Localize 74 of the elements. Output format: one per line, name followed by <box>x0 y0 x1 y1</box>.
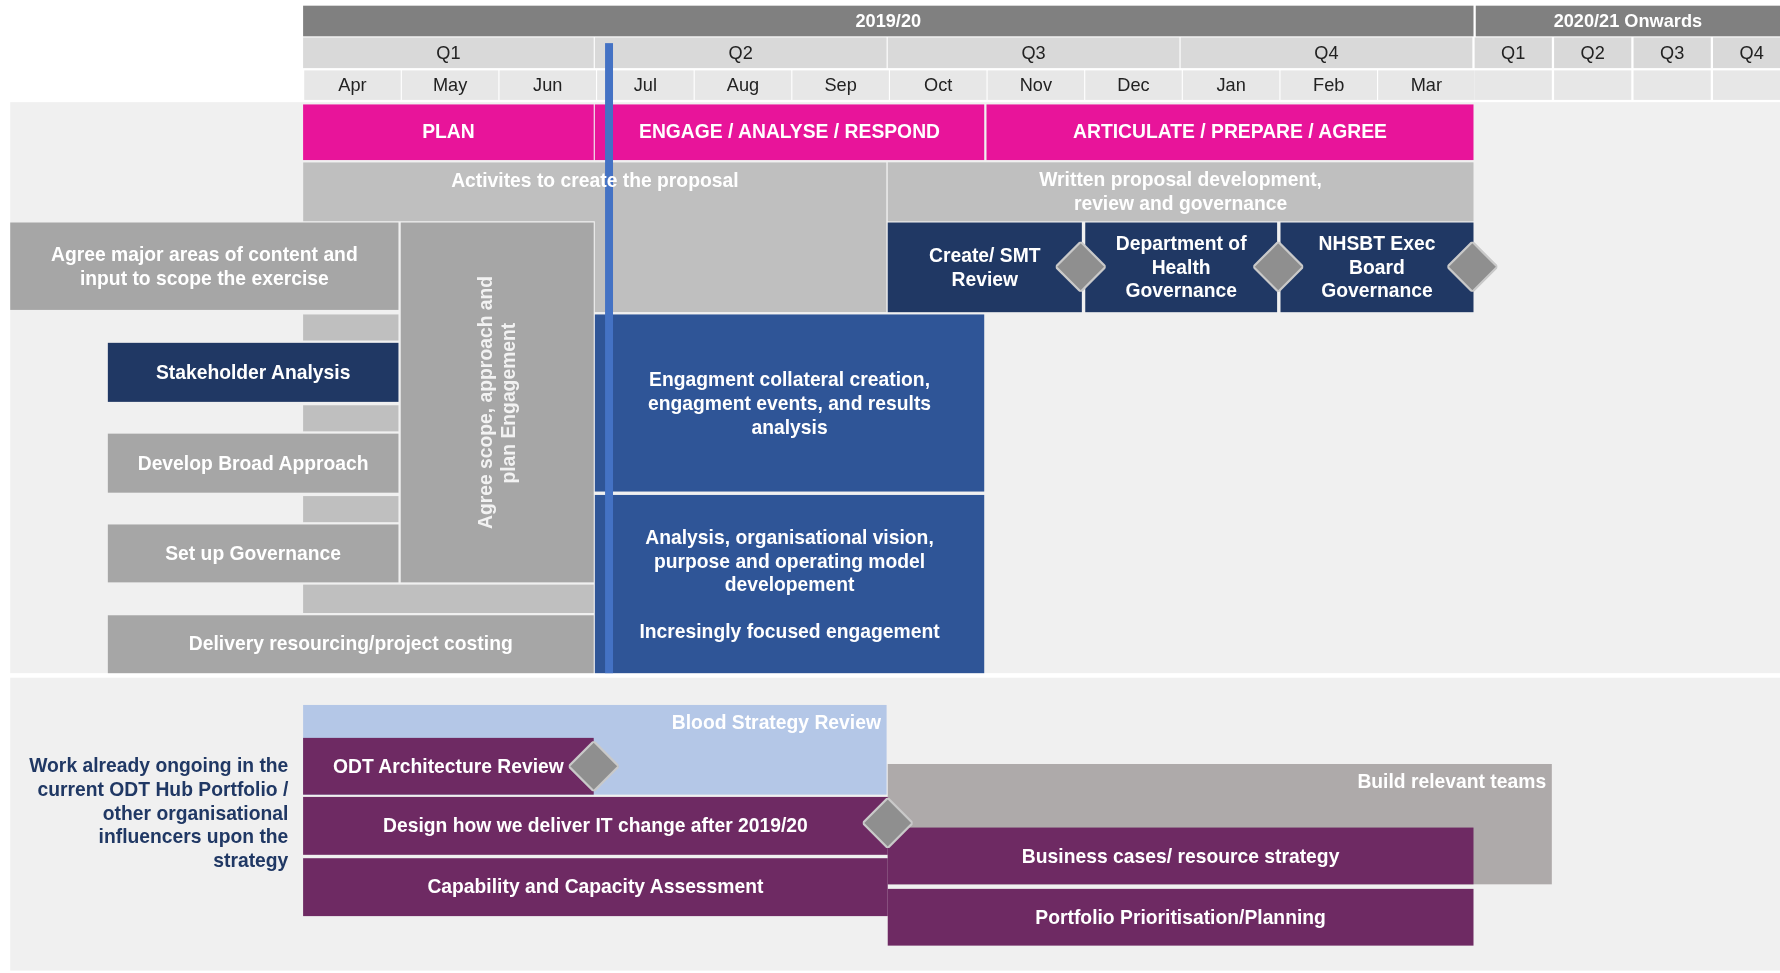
activity-bar <box>887 222 1082 313</box>
bar-label: PLAN <box>422 120 475 145</box>
activity-bar <box>10 222 399 310</box>
activity-bar <box>1280 222 1474 313</box>
month-header: Apr <box>304 70 401 100</box>
milestone-diamond <box>1253 241 1304 292</box>
bar-label: ENGAGE / ANALYSE / RESPOND <box>639 120 940 145</box>
bar-label: Engagment collateral creation, engagment events, and results analysis <box>646 367 933 439</box>
milestone-diamond <box>862 798 913 848</box>
bar-label: Design how we deliver IT change after 2019/20 <box>383 814 808 838</box>
activity-bar <box>107 342 399 402</box>
activity-bar <box>303 796 888 855</box>
bar-label: Analysis, organisational vision, purpose and operating model developement <box>644 525 935 597</box>
bar-label: Agree scope, approach and plan Engagement <box>473 274 521 531</box>
bar-label: Business cases/ resource strategy <box>1021 844 1340 868</box>
month-header: Oct <box>890 70 987 100</box>
month-header: Dec <box>1085 70 1182 100</box>
activity-area <box>887 764 1552 885</box>
bar-label: 2019/20 <box>855 10 922 33</box>
phase-banner <box>986 104 1474 161</box>
bar-label: Written proposal development, review and governance <box>1038 168 1323 216</box>
bar-label: Incresingly focused engagement <box>639 619 940 644</box>
bar-label: Create/ SMT Review <box>928 243 1042 292</box>
activity-bar <box>303 858 888 917</box>
activity-bar <box>594 314 985 492</box>
bar-label: NHSBT Exec Board Governance <box>1317 231 1437 304</box>
month-header: Mar <box>1378 70 1475 100</box>
month-header: Feb <box>1280 70 1377 100</box>
quarter-header: Q2 <box>1554 37 1632 69</box>
bar-label: Capability and Capacity Assessment <box>427 875 764 900</box>
month-header: Jul <box>597 70 694 100</box>
bar-label: Stakeholder Analysis <box>155 360 351 385</box>
bar-label: Set up Governance <box>165 541 342 566</box>
quarter-header: Q1 <box>1474 37 1552 69</box>
bar-label: ODT Architecture Review <box>332 754 564 779</box>
activity-bar <box>107 615 594 674</box>
milestone-diamond <box>1447 241 1498 292</box>
phase-banner <box>594 104 985 161</box>
quarter-header: Q3 <box>1633 37 1711 69</box>
bar-label: Build relevant teams <box>1357 769 1547 794</box>
bar-label: Delivery resourcing/project costing <box>188 632 513 657</box>
month-header: May <box>401 70 499 100</box>
quarter-header: Q4 <box>1180 37 1473 69</box>
month-header: Nov <box>987 70 1085 100</box>
activity-area <box>303 704 887 795</box>
bar-label: Portfolio Prioritisation/Planning <box>1035 905 1326 930</box>
bar-label: Blood Strategy Review <box>671 710 881 735</box>
quarter-header: Q2 <box>594 37 887 69</box>
activity-bar <box>887 888 1474 946</box>
activity-bar <box>400 222 594 583</box>
bar-label: Develop Broad Approach <box>137 451 369 476</box>
activity-bar <box>887 827 1474 885</box>
note-text: Work already ongoing in the current ODT Hub Portfolio / other organisational influencers upon the strategy <box>28 753 289 874</box>
bar-label: ARTICULATE / PREPARE / AGREE <box>1073 120 1387 145</box>
month-header: Sep <box>792 70 889 100</box>
activity-bar <box>303 737 594 795</box>
milestone-diamond <box>1055 241 1106 292</box>
month-header: Jun <box>499 70 596 100</box>
bar-label: Department of Health Governance <box>1114 231 1248 304</box>
month-header: Aug <box>694 70 792 100</box>
activity-bar <box>1085 222 1278 313</box>
quarter-header: Q1 <box>303 37 594 69</box>
activity-bar <box>107 524 399 583</box>
quarter-header: Q4 <box>1713 37 1780 69</box>
month-header: Jan <box>1182 70 1280 100</box>
bar-label: Agree major areas of content and input to scope the exercise <box>50 242 359 291</box>
phase-banner <box>303 104 594 161</box>
bar-label: 2020/21 Onwards <box>1553 10 1703 33</box>
year-header-band <box>1475 5 1780 37</box>
quarter-header: Q3 <box>887 37 1180 69</box>
activity-bar <box>887 162 1474 222</box>
activity-bar <box>594 494 985 674</box>
activity-bar <box>107 433 399 493</box>
year-header-band <box>303 5 1474 37</box>
